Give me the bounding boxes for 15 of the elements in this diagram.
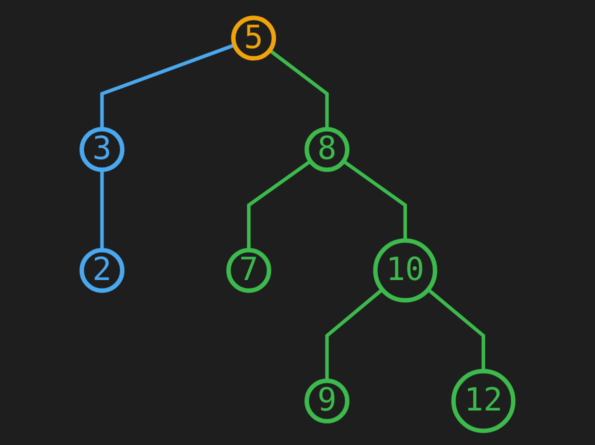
node-circle: 3 [80,127,124,172]
node-circle: 12 [451,368,516,434]
node-circle: 10 [373,238,438,302]
connector [100,43,236,130]
node-circle: 9 [304,378,350,424]
node-circle: 2 [80,248,124,293]
connector [100,170,104,250]
connector [426,288,486,372]
connector [247,160,312,250]
node-circle: 5 [231,16,276,61]
node-circle: 7 [226,248,272,293]
connector [325,288,384,381]
connector [268,48,329,130]
connector [342,160,407,241]
node-circle: 8 [304,127,350,172]
